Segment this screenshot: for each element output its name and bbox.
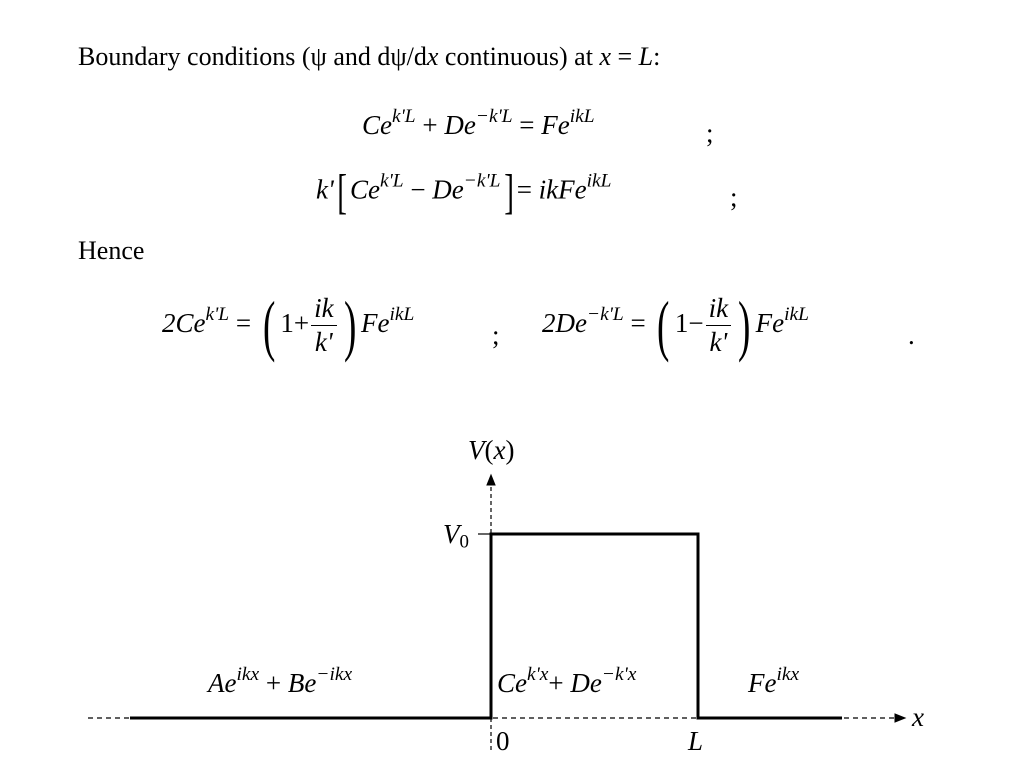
intro-text: Boundary conditions ( xyxy=(78,42,311,71)
operator: = xyxy=(512,110,542,140)
exponent: −k'L xyxy=(586,303,624,325)
operator: − xyxy=(403,174,433,205)
numerator: ik xyxy=(708,293,729,324)
exponent: −ikx xyxy=(316,663,353,685)
term: 2Ce xyxy=(162,307,206,338)
paren: ( xyxy=(657,288,670,363)
paren: ( xyxy=(262,288,276,363)
term: De xyxy=(444,110,476,140)
eq1-separator: ; xyxy=(706,118,714,148)
term: Ce xyxy=(497,668,527,698)
subscript: 0 xyxy=(459,531,469,553)
term: 2De xyxy=(542,307,587,338)
exponent: k'L xyxy=(379,170,404,192)
exponent: ikL xyxy=(569,105,595,127)
term: Be xyxy=(287,668,317,698)
term: k' xyxy=(316,174,334,205)
potential-barrier-line xyxy=(130,532,842,720)
intro-text: /d xyxy=(406,42,427,71)
label-V: V xyxy=(468,435,485,465)
exponent: ikx xyxy=(236,663,260,685)
bracket: ] xyxy=(503,165,514,219)
denominator: k' xyxy=(311,325,337,356)
term: Fe xyxy=(541,110,570,140)
operator: − xyxy=(688,307,704,338)
term: Fe xyxy=(748,668,777,698)
operator: + xyxy=(548,668,571,698)
var-x: x xyxy=(599,42,611,71)
psi-symbol: ψ xyxy=(390,42,407,71)
label-x: x xyxy=(493,435,506,465)
term: Ce xyxy=(362,110,392,140)
exponent: −k'L xyxy=(463,170,501,192)
label-V: V xyxy=(443,519,460,549)
tick-label-0: 0 xyxy=(496,726,510,756)
exponent: k'L xyxy=(392,105,416,127)
term: De xyxy=(432,174,464,205)
psi-symbol: ψ xyxy=(310,42,327,71)
var-L: L xyxy=(638,42,654,71)
term: ikFe xyxy=(538,174,587,205)
eq3-period: . xyxy=(908,320,915,350)
exponent: ikL xyxy=(389,303,415,325)
operator: = xyxy=(623,307,653,338)
term: De xyxy=(570,668,602,698)
equation-1: Cek'L + De−k'L = FeikL xyxy=(362,107,595,140)
operator: = xyxy=(229,307,258,338)
paren: ) xyxy=(343,288,356,363)
intro-line: Boundary conditions (ψ and dψ/dx continu… xyxy=(78,44,660,70)
intro-text: = xyxy=(611,42,639,71)
eq2-separator: ; xyxy=(730,182,738,212)
term: Fe xyxy=(361,307,390,338)
numerator: ik xyxy=(314,293,334,324)
exponent: ikx xyxy=(776,663,800,685)
exponent: k'L xyxy=(205,303,230,325)
exponent: −k'L xyxy=(475,105,513,127)
hence-label: Hence xyxy=(78,236,145,265)
paren: ) xyxy=(505,435,515,465)
y-axis-label: V(x) xyxy=(468,437,514,464)
term: 1 xyxy=(674,307,689,338)
x-axis-label: x xyxy=(912,702,924,732)
region-2-wavefunction: Cek'x+ De−k'x xyxy=(497,665,636,698)
denominator: k' xyxy=(705,325,732,356)
exponent: −k'x xyxy=(601,663,637,685)
operator: = xyxy=(516,174,539,205)
exponent: k'x xyxy=(527,663,549,685)
operator: + xyxy=(293,307,310,338)
exponent: ikL xyxy=(784,303,809,325)
intro-text: : xyxy=(653,42,661,71)
paren: ) xyxy=(738,288,751,363)
region-3-wavefunction: Feikx xyxy=(748,665,799,698)
intro-text: and d xyxy=(326,42,391,71)
paren: ( xyxy=(484,435,494,465)
term: 1 xyxy=(280,307,294,338)
operator: + xyxy=(259,668,288,698)
term: Ce xyxy=(349,174,380,205)
operator: + xyxy=(415,110,445,140)
v0-label: V0 xyxy=(443,519,469,552)
var-x: x xyxy=(426,42,439,71)
tick-label-L: L xyxy=(688,726,704,756)
term: Fe xyxy=(755,307,785,338)
bracket: [ xyxy=(337,165,347,219)
equation-2: k'[Cek'L − De−k'L]= ikFeikL xyxy=(316,168,611,217)
eq3-separator: ; xyxy=(492,320,500,350)
region-1-wavefunction: Aeikx + Be−ikx xyxy=(208,665,352,698)
term: Ae xyxy=(208,668,237,698)
intro-text: continuous) at xyxy=(438,42,600,71)
exponent: ikL xyxy=(586,170,612,192)
